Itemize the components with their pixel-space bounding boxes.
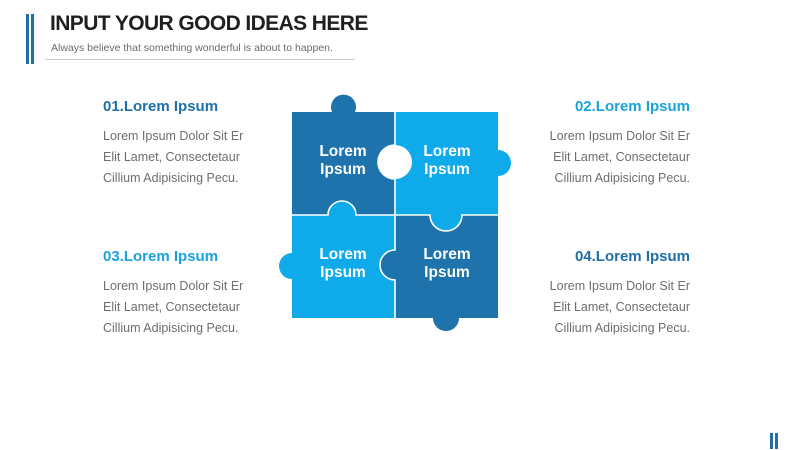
puzzle-piece-3-label-line-2: Ipsum xyxy=(320,264,366,281)
item-03-body: Lorem Ipsum Dolor Sit Er Elit Lamet, Con… xyxy=(103,276,293,339)
item-02: 02.Lorem Ipsum Lorem Ipsum Dolor Sit Er … xyxy=(500,98,690,189)
title-underline xyxy=(45,59,355,60)
puzzle-piece-4-label: Lorem Ipsum xyxy=(395,246,499,282)
puzzle-piece-2-label-line-1: Lorem xyxy=(423,143,471,160)
item-04: 04.Lorem Ipsum Lorem Ipsum Dolor Sit Er … xyxy=(500,248,690,339)
item-04-line-2: Elit Lamet, Consectetaur xyxy=(553,300,690,314)
item-03-line-3: Cillium Adipisicing Pecu. xyxy=(103,321,239,335)
puzzle-piece-1-label-line-1: Lorem xyxy=(319,143,367,160)
puzzle-seams xyxy=(292,112,498,318)
page-subtitle: Always believe that something wonderful … xyxy=(51,42,333,54)
item-01-heading: 01.Lorem Ipsum xyxy=(103,98,219,115)
puzzle-piece-1-label-line-2: Ipsum xyxy=(320,161,366,178)
item-03-line-1: Lorem Ipsum Dolor Sit Er xyxy=(103,279,244,293)
puzzle-piece-4-label-line-1: Lorem xyxy=(423,246,471,263)
puzzle-piece-2-label: Lorem Ipsum xyxy=(395,143,499,179)
title-accent-bars xyxy=(26,14,36,64)
item-01-line-1: Lorem Ipsum Dolor Sit Er xyxy=(103,129,244,143)
item-02-line-1: Lorem Ipsum Dolor Sit Er xyxy=(549,129,690,143)
item-02-heading: 02.Lorem Ipsum xyxy=(574,98,690,115)
item-01-body: Lorem Ipsum Dolor Sit Er Elit Lamet, Con… xyxy=(103,126,293,189)
item-04-heading: 04.Lorem Ipsum xyxy=(574,248,690,265)
item-03-line-2: Elit Lamet, Consectetaur xyxy=(103,300,240,314)
item-02-body: Lorem Ipsum Dolor Sit Er Elit Lamet, Con… xyxy=(500,126,690,189)
puzzle-piece-3-label: Lorem Ipsum xyxy=(291,246,395,282)
puzzle-piece-2 xyxy=(395,112,511,231)
item-02-line-3: Cillium Adipisicing Pecu. xyxy=(554,171,690,185)
puzzle-piece-3 xyxy=(279,201,395,318)
item-02-line-2: Elit Lamet, Consectetaur xyxy=(553,150,690,164)
puzzle-piece-1-label: Lorem Ipsum xyxy=(291,143,395,179)
item-03: 03.Lorem Ipsum Lorem Ipsum Dolor Sit Er … xyxy=(103,248,293,339)
puzzle-piece-4-label-line-2: Ipsum xyxy=(424,264,470,281)
page-title: INPUT YOUR GOOD IDEAS HERE xyxy=(50,12,368,35)
item-04-body: Lorem Ipsum Dolor Sit Er Elit Lamet, Con… xyxy=(500,276,690,339)
corner-accent-bars xyxy=(770,433,780,449)
item-04-line-1: Lorem Ipsum Dolor Sit Er xyxy=(549,279,690,293)
item-01-line-2: Elit Lamet, Consectetaur xyxy=(103,150,240,164)
puzzle-piece-1 xyxy=(292,94,395,215)
item-03-heading: 03.Lorem Ipsum xyxy=(103,248,219,265)
item-01: 01.Lorem Ipsum Lorem Ipsum Dolor Sit Er … xyxy=(103,98,293,189)
item-01-line-3: Cillium Adipisicing Pecu. xyxy=(103,171,239,185)
puzzle-piece-3-label-line-1: Lorem xyxy=(319,246,367,263)
item-04-line-3: Cillium Adipisicing Pecu. xyxy=(554,321,690,335)
puzzle-piece-2-label-line-2: Ipsum xyxy=(424,161,470,178)
puzzle-piece-4 xyxy=(380,215,498,331)
